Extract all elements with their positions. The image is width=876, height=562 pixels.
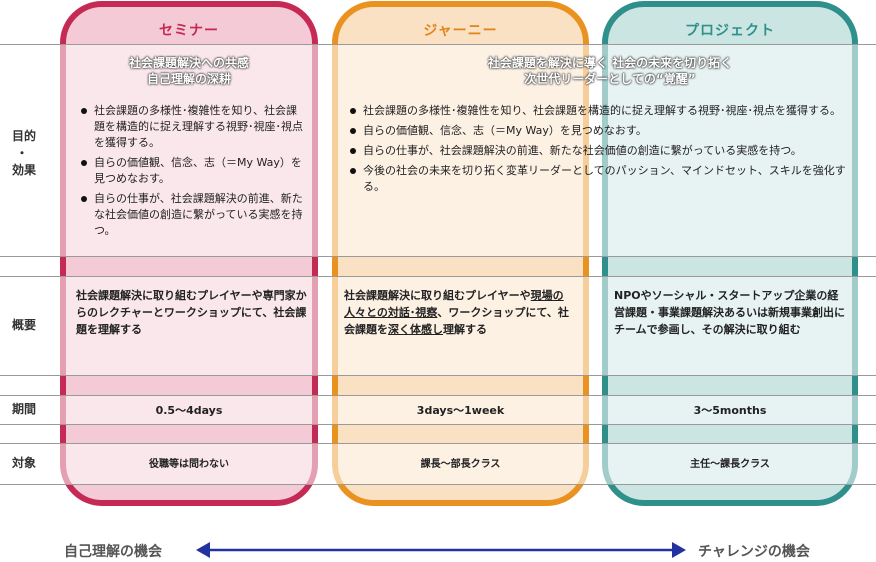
list-item: 今後の社会の未来を切り拓く変革リーダーとしてのパッション、マインドセット、スキル… [347, 163, 847, 195]
journey-period: 3days～1week [416, 404, 505, 417]
purpose-row [0, 44, 876, 257]
project-period: 3～5months [693, 404, 767, 417]
purpose-label: 目的 ・ 効果 [12, 129, 37, 177]
journey-title: ジャーニー [423, 23, 498, 39]
seminar-overview: 社会課題解決に取り組むプレイヤーや専門家からのレクチャーとワークショップにて、社… [76, 289, 307, 336]
list-item: 社会課題の多様性･複雑性を知り、社会課題を構造的に捉え理解する視野･視座･視点を… [347, 103, 847, 119]
project-title: プロジェクト [685, 23, 775, 39]
project-overview: NPOやソーシャル・スタートアップ企業の経営課題・事業課題解決あるいは新規事業創… [614, 289, 845, 336]
challenge-label: チャレンジの機会 [698, 544, 810, 560]
target-row [0, 443, 876, 485]
seminar-period: 0.5～4days [155, 404, 223, 417]
double-arrow-icon [196, 542, 686, 558]
list-item: 自らの価値観、信念、志（＝My Way）を見つめなおす。 [347, 123, 847, 139]
self-understanding-label: 自己理解の機会 [64, 544, 162, 560]
project-target: 主任～課長クラス [690, 459, 770, 470]
wide-purpose-list: 社会課題の多様性･複雑性を知り、社会課題を構造的に捉え理解する視野･視座･視点を… [347, 103, 847, 199]
overview-label: 概要 [12, 318, 37, 332]
list-item: 自らの仕事が、社会課題解決の前進、新たな社会価値の創造に繋がっている実感を持つ。 [78, 191, 304, 239]
seminar-purpose-heading: 社会課題解決への共感 自己理解の深耕 [128, 56, 249, 86]
journey-overview: 社会課題解決に取り組むプレイヤーや現場の人々との対話･視察、ワークショップにて、… [344, 289, 569, 336]
seminar-title: セミナー [159, 23, 219, 39]
seminar-target: 役職等は問わない [149, 459, 229, 470]
list-item: 自らの価値観、信念、志（＝My Way）を見つめなおす。 [78, 155, 304, 187]
list-item: 自らの仕事が、社会課題解決の前進、新たな社会価値の創造に繋がっている実感を持つ。 [347, 143, 847, 159]
period-label: 期間 [12, 402, 37, 416]
overview-row [0, 276, 876, 376]
list-item: 社会課題の多様性･複雑性を知り、社会課題を構造的に捉え理解する視野･視座･視点を… [78, 103, 304, 151]
period-row [0, 395, 876, 425]
journey-target: 課長～部長クラス [420, 459, 501, 470]
seminar-purpose-list: 社会課題の多様性･複雑性を知り、社会課題を構造的に捉え理解する視野･視座･視点を… [78, 103, 304, 243]
wide-purpose-heading: 社会課題を解決に導く 社会の未来を切り拓く 次世代リーダーとしての“覚醒” [487, 56, 733, 86]
target-label: 対象 [12, 456, 37, 470]
